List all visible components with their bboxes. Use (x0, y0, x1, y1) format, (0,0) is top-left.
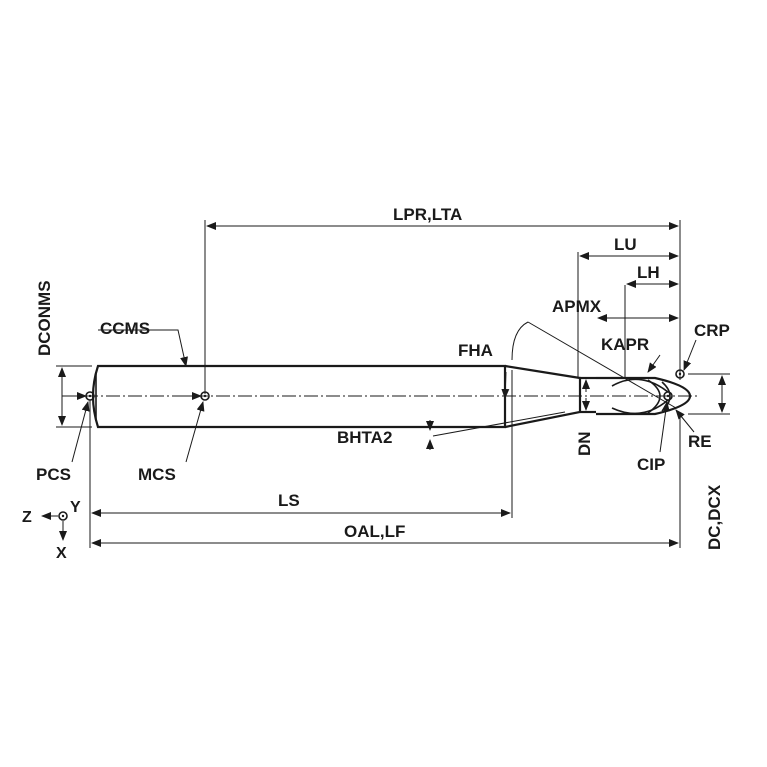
label-re: RE (688, 432, 712, 451)
label-cip: CIP (637, 455, 665, 474)
leader-lines (71, 321, 697, 463)
tool-neck-taper (504, 364, 596, 429)
extension-lines (56, 220, 730, 548)
label-dconms: DCONMS (35, 280, 54, 356)
label-lpr-lta: LPR,LTA (393, 205, 462, 224)
label-kapr: KAPR (601, 335, 649, 354)
label-lu: LU (614, 235, 637, 254)
axis-label-y: Y (70, 499, 81, 516)
label-crp: CRP (694, 321, 730, 340)
label-ls: LS (278, 491, 300, 510)
label-mcs: MCS (138, 465, 176, 484)
cip-point-marker (663, 391, 673, 401)
label-lh: LH (637, 263, 660, 282)
label-pcs: PCS (36, 465, 71, 484)
dimension-lines (58, 222, 726, 547)
label-fha: FHA (458, 341, 493, 360)
label-dn: DN (575, 431, 594, 456)
label-dc-dcx: DC,DCX (705, 484, 724, 550)
axis-label-x: X (56, 545, 67, 562)
coordinate-axes-symbol (41, 511, 68, 541)
label-oal-lf: OAL,LF (344, 522, 405, 541)
label-bhta2: BHTA2 (337, 428, 392, 447)
label-apmx: APMX (552, 297, 602, 316)
label-ccms: CCMS (100, 319, 150, 338)
axis-label-z: Z (22, 509, 32, 526)
